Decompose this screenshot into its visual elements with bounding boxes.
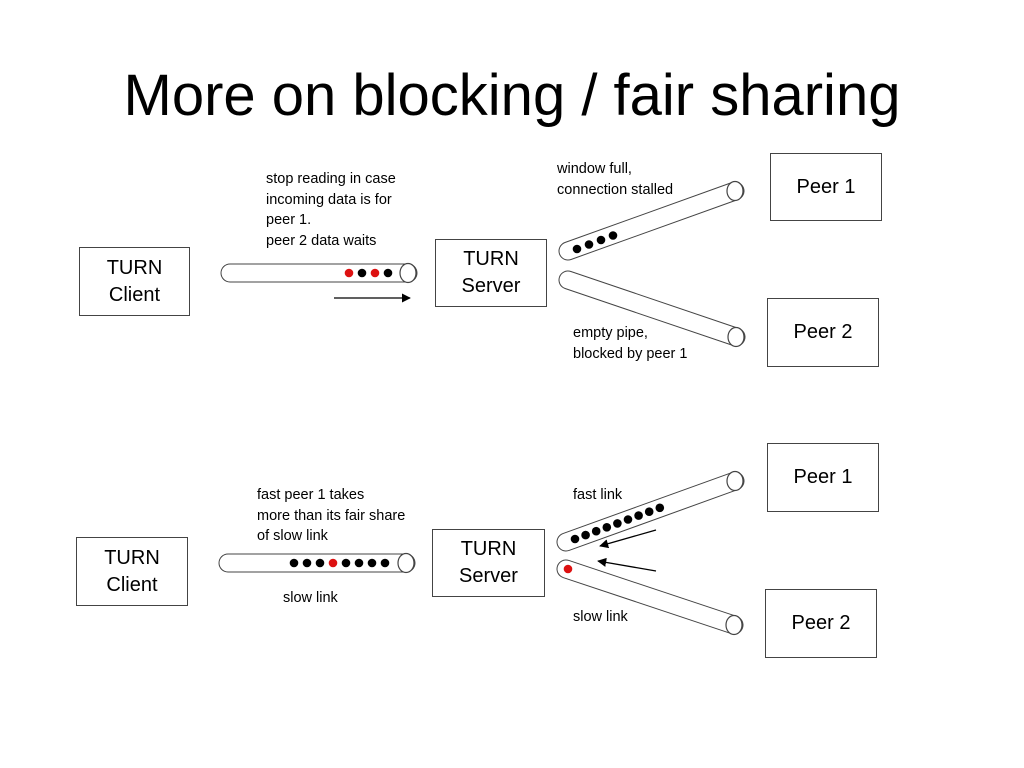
bottom-client-packet (380, 558, 390, 568)
bottom-client-packet (315, 558, 325, 568)
bottom-peer2-pipe (556, 559, 744, 636)
bottom-turn-server-label: TURN Server (459, 538, 518, 587)
top-client-packet-marked (344, 268, 354, 278)
bottom-peer1-label: Peer 1 (793, 466, 853, 488)
bottom-peer2-label: Peer 2 (791, 612, 851, 634)
top-peer1-packet (608, 231, 618, 240)
bottom-client-link-label: slow link (283, 590, 338, 606)
bottom-client-packet-marked (328, 558, 338, 568)
bottom-client-pipe-note: fast peer 1 takes more than its fair sha… (257, 487, 406, 544)
bottom-client-packet (341, 558, 351, 568)
top-peer2-box: Peer 2 (767, 298, 879, 367)
bottom-turn-client-label: TURN Client (104, 546, 160, 596)
bottom-peer1-packet (581, 530, 590, 540)
top-turn-client-box: TURN Client (79, 247, 190, 316)
bottom-client-packet (289, 558, 299, 568)
top-peer1-pipe (558, 180, 745, 261)
bottom-slow-arrow (597, 557, 657, 572)
top-client-packet (383, 268, 393, 278)
bottom-peer1-packet (570, 534, 580, 544)
bottom-peer1-packet (623, 515, 633, 524)
top-peer2-pipe-note: empty pipe, blocked by peer 1 (573, 325, 688, 362)
bottom-peer1-packet (655, 503, 665, 513)
top-peer2-pipe (558, 270, 746, 348)
top-turn-server-label: TURN Server (461, 248, 521, 297)
bottom-fast-arrow (599, 529, 657, 549)
top-peer1-pipe-note: window full, connection stalled (557, 161, 674, 198)
bottom-peer1-packet (591, 526, 601, 536)
bottom-turn-server-box: TURN Server (432, 529, 545, 597)
top-client-pipe-note: stop reading in case incoming data is fo… (266, 171, 396, 249)
bottom-client-packet (367, 558, 377, 568)
bottom-peer1-packet (613, 519, 622, 528)
top-turn-server-box: TURN Server (435, 239, 547, 307)
bottom-peer1-packet (602, 523, 612, 532)
top-peer1-packet (596, 235, 606, 245)
bottom-client-packet (302, 558, 312, 568)
bottom-peer1-box: Peer 1 (767, 443, 879, 512)
top-turn-client-label: TURN Client (106, 256, 163, 306)
bottom-peer1-packet (634, 511, 643, 520)
top-peer2-label: Peer 2 (793, 321, 853, 343)
bottom-turn-client-box: TURN Client (76, 537, 188, 606)
top-client-packet (357, 268, 367, 278)
slide-title: More on blocking / fair sharing (123, 63, 901, 128)
top-peer1-label: Peer 1 (796, 176, 856, 198)
top-client-packet-marked (370, 268, 380, 278)
top-peer1-box: Peer 1 (770, 153, 882, 221)
bottom-peer1-link-label: fast link (573, 487, 623, 503)
top-peer1-packet (584, 240, 594, 249)
bottom-peer2-box: Peer 2 (765, 589, 877, 658)
top-peer1-packet (572, 244, 582, 254)
bottom-peer1-packet (644, 507, 654, 516)
bottom-client-packet (354, 558, 364, 568)
bottom-peer2-link-label: slow link (573, 609, 628, 625)
bottom-peer2-packet-marked (563, 564, 573, 574)
